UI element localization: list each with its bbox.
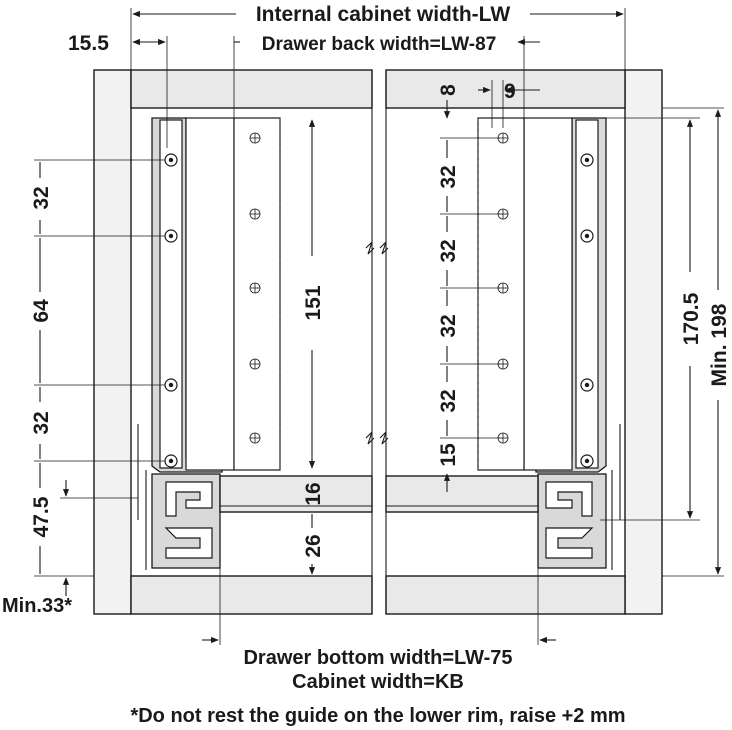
dim-32-bottom: 32 [30,411,53,434]
bottom-dimensions: Drawer bottom width=LW-75 Cabinet width=… [130,512,626,727]
cabinet-outline [93,69,663,615]
cabinet-bottom-right [385,575,626,615]
center-dimensions: 151 16 26 [302,119,325,575]
top-dimensions: Internal cabinet width-LW 15.5 Drawer ba… [68,3,626,148]
dim-26: 26 [302,534,325,557]
bottom-width-label: Drawer bottom width=LW-75 [243,647,512,669]
internal-width-label: Internal cabinet width-LW [256,3,511,26]
right-inner-dimensions: 8 9 32 32 32 32 15 [437,80,540,492]
right-outer-dimensions: 170.5 Min. 198 [600,107,731,577]
dim-32-r3: 32 [437,314,460,337]
dim-32-r1: 32 [437,165,460,188]
dim-151: 151 [302,285,325,320]
dim-32-r2: 32 [437,239,460,262]
drawer-bottom [219,475,539,513]
cabinet-left-side [93,69,132,615]
right-drawer-side [477,117,621,570]
dim-15-5: 15.5 [68,32,109,55]
cabinet-bottom-left [130,575,373,615]
dim-min-198: Min. 198 [708,303,731,386]
dim-16: 16 [302,482,325,505]
dim-47-5: 47.5 [30,496,53,537]
dim-32-r4: 32 [437,389,460,412]
dim-min-33: Min.33* [2,595,72,617]
left-drawer-side [137,117,281,570]
cabinet-top-left [130,69,373,109]
dim-170-5: 170.5 [680,292,703,345]
dim-32-top: 32 [30,186,53,209]
dim-64: 64 [30,299,53,323]
left-dimensions: 32 64 32 47.5 Min.33* [2,159,165,617]
cabinet-right-side [624,69,663,615]
cabinet-width-label: Cabinet width=KB [292,671,464,693]
footnote: *Do not rest the guide on the lower rim,… [130,705,625,727]
dim-15: 15 [437,443,460,467]
dim-9: 9 [504,80,516,103]
back-width-label: Drawer back width=LW-87 [262,34,497,55]
dim-8: 8 [437,84,460,96]
